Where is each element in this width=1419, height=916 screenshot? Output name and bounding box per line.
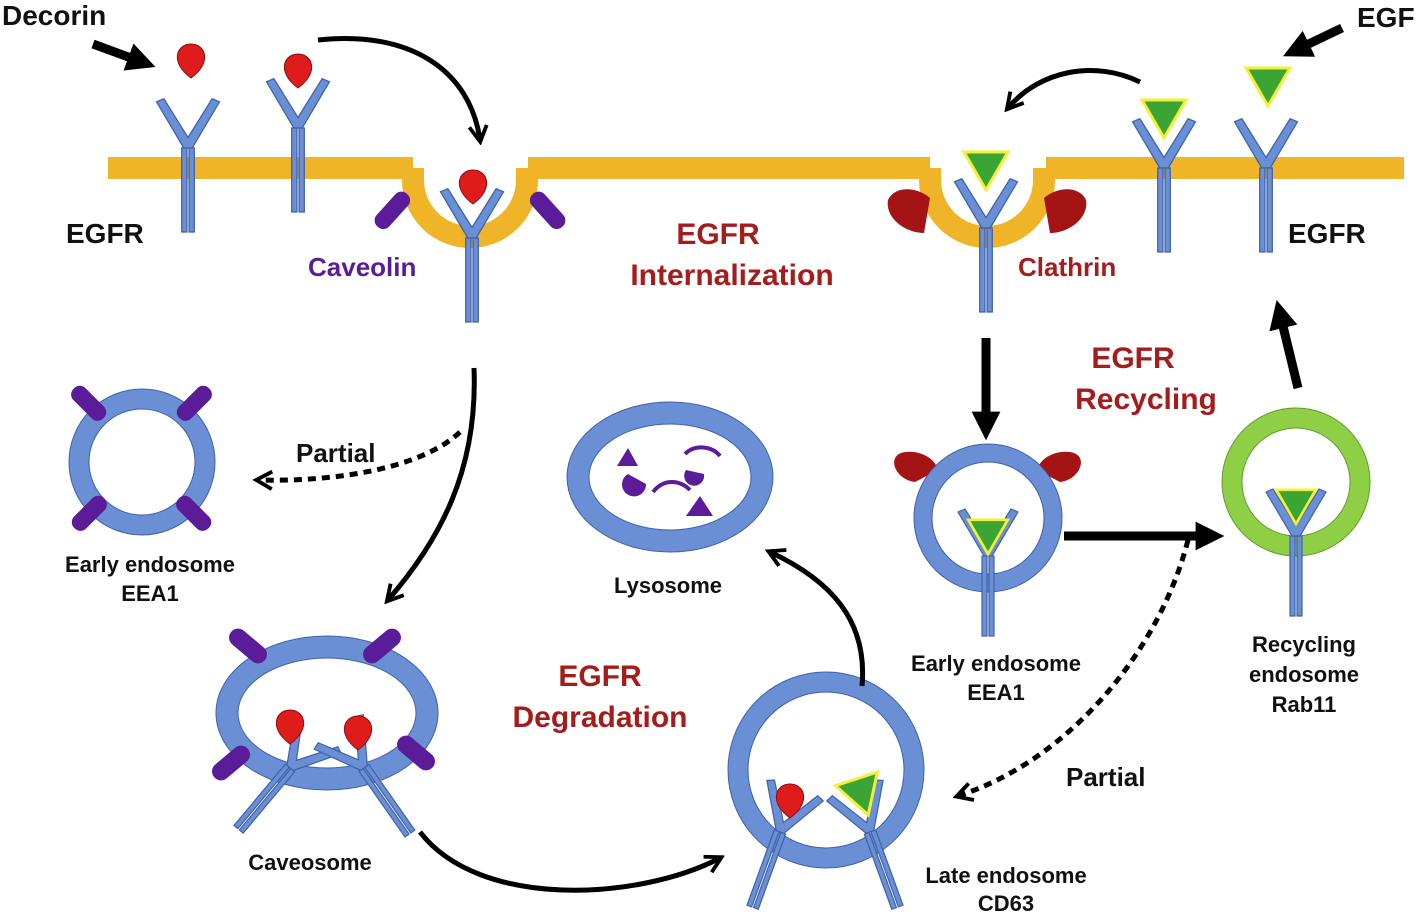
label-internalization-2: Internalization xyxy=(630,259,833,292)
egfr-receptor xyxy=(953,66,1299,313)
caveolin-protein xyxy=(374,191,566,230)
label-early-endosome-right-1: Early endosome xyxy=(911,651,1081,676)
decorin-arrow xyxy=(91,39,156,71)
recycling-return-arrow xyxy=(1269,300,1303,390)
label-partial-right: Partial xyxy=(1066,762,1146,792)
egf-ligand xyxy=(962,150,1010,192)
label-recycling-1: EGFR xyxy=(1091,342,1175,375)
late-to-lysosome-arrow xyxy=(770,552,866,687)
label-internalization-1: EGFR xyxy=(676,218,760,251)
caveosome xyxy=(212,628,439,852)
binding-arrow-left xyxy=(317,36,480,140)
label-recycling-endosome-3: Rab11 xyxy=(1272,692,1337,717)
label-lysosome: Lysosome xyxy=(614,573,722,598)
label-late-endosome-1: Late endosome xyxy=(925,863,1086,888)
label-clathrin: Clathrin xyxy=(1018,252,1116,282)
label-degradation-2: Degradation xyxy=(512,701,687,734)
label-partial-left: Partial xyxy=(296,438,376,468)
label-early-endosome-right-2: EEA1 xyxy=(967,680,1024,705)
decorin-ligand xyxy=(458,169,488,205)
label-early-endosome-left-1: Early endosome xyxy=(65,552,235,577)
label-egfr-right: EGFR xyxy=(1288,218,1366,249)
label-decorin: Decorin xyxy=(2,0,106,31)
decorin-ligand xyxy=(176,43,206,79)
caveolin-path-arrow xyxy=(388,367,477,600)
label-late-endosome-2: CD63 xyxy=(978,891,1034,916)
recycling-endosome xyxy=(1221,407,1371,617)
partial-arrow-left xyxy=(258,430,462,480)
label-recycling-endosome-1: Recycling xyxy=(1252,632,1356,657)
binding-arrow-right xyxy=(1008,68,1142,108)
label-degradation-1: EGFR xyxy=(558,660,642,693)
label-caveolin: Caveolin xyxy=(308,252,416,282)
lysosome xyxy=(566,401,774,553)
partial-arrow-right xyxy=(958,539,1191,796)
late-endosome xyxy=(723,671,927,916)
label-egfr-left: EGFR xyxy=(66,218,144,249)
early-endosome-right xyxy=(894,443,1081,637)
clathrin-protein xyxy=(887,189,1087,233)
egf-arrow xyxy=(1283,23,1344,57)
label-caveosome: Caveosome xyxy=(248,850,372,875)
egf-ligand xyxy=(1244,66,1292,108)
label-recycling-2: Recycling xyxy=(1075,383,1217,416)
early-endosome-left xyxy=(68,385,216,536)
label-recycling-endosome-2: endosome xyxy=(1249,662,1359,687)
label-early-endosome-left-2: EEA1 xyxy=(121,581,178,606)
label-egf: EGF xyxy=(1357,2,1415,33)
decorin-ligand xyxy=(283,53,313,89)
caveosome-to-late-arrow xyxy=(418,830,720,893)
